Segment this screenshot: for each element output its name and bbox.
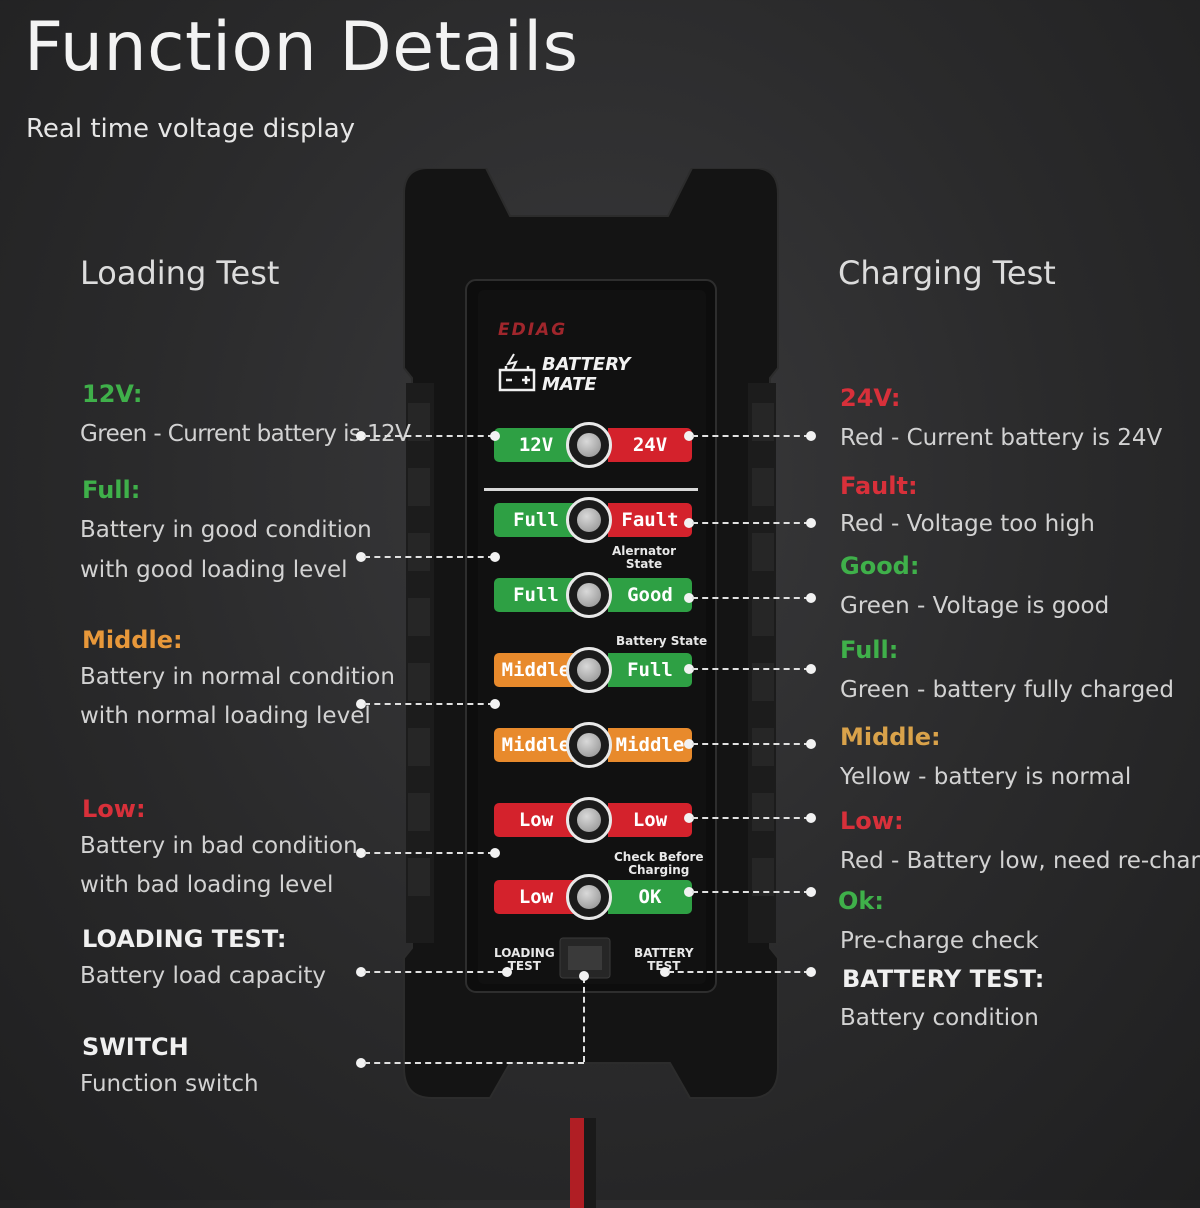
- led-low-label: Low: [608, 803, 692, 837]
- led-indicator: [566, 722, 612, 768]
- right-label-low: Low:: [840, 807, 904, 835]
- led-row-middle-middle: Middle Middle: [494, 722, 692, 768]
- left-desc-12v: Green - Current battery is 12V: [80, 421, 411, 447]
- led-full-label: Full: [494, 503, 578, 537]
- led-middle-label: Middle: [608, 728, 692, 762]
- led-row-full-good: Full Good: [494, 572, 692, 618]
- alternator-state-label: Alernator State: [612, 544, 676, 571]
- battery-state-label: Battery State: [616, 634, 708, 648]
- right-desc-low: Red - Battery low, need re-charge: [840, 848, 1200, 874]
- left-desc-full-1: Battery in good condition: [80, 517, 372, 543]
- led-middle-label: Middle: [494, 728, 578, 762]
- right-desc-middle: Yellow - battery is normal: [840, 764, 1132, 790]
- led-low-label: Low: [494, 803, 578, 837]
- led-indicator: [566, 422, 612, 468]
- right-label-middle: Middle:: [840, 723, 941, 751]
- right-label-good: Good:: [840, 552, 920, 580]
- led-indicator: [566, 572, 612, 618]
- left-desc-full-2: with good loading level: [80, 557, 348, 583]
- page-subtitle: Real time voltage display: [26, 114, 356, 144]
- led-row-voltage: 12V 24V: [494, 422, 692, 468]
- led-row-middle-full: Middle Full: [494, 647, 692, 693]
- product-name-line1: BATTERY: [542, 354, 631, 375]
- battery-test-switch-label: BATTERY TEST: [634, 946, 694, 973]
- right-label-battery-test: BATTERY TEST:: [842, 965, 1045, 993]
- led-row-low-low: Low Low: [494, 797, 692, 843]
- led-12v-label: 12V: [494, 428, 578, 462]
- left-desc-middle-1: Battery in normal condition: [80, 664, 395, 690]
- left-desc-switch: Function switch: [80, 1071, 259, 1097]
- right-desc-fault: Red - Voltage too high: [840, 511, 1095, 537]
- left-desc-middle-2: with normal loading level: [80, 703, 371, 729]
- page-title: Function Details: [24, 8, 579, 87]
- left-desc-loading-test: Battery load capacity: [80, 963, 327, 989]
- led-fault-label: Fault: [608, 503, 692, 537]
- left-label-low: Low:: [82, 795, 146, 823]
- right-label-fault: Fault:: [840, 472, 918, 500]
- led-indicator: [566, 497, 612, 543]
- left-label-middle: Middle:: [82, 626, 183, 654]
- right-desc-battery-test: Battery condition: [840, 1005, 1039, 1031]
- led-low-label: Low: [494, 880, 578, 914]
- led-indicator: [566, 874, 612, 920]
- led-full-label: Full: [494, 578, 578, 612]
- product-name-line2: MATE: [542, 374, 597, 395]
- led-row-low-ok: Low OK: [494, 874, 692, 920]
- right-label-full: Full:: [840, 636, 899, 664]
- led-full-label: Full: [608, 653, 692, 687]
- loading-test-switch-label: LOADING TEST: [494, 946, 555, 973]
- led-good-label: Good: [608, 578, 692, 612]
- right-label-24v: 24V:: [840, 384, 901, 412]
- left-label-loading-test: LOADING TEST:: [82, 925, 287, 953]
- right-desc-full: Green - battery fully charged: [840, 677, 1174, 703]
- left-desc-low-2: with bad loading level: [80, 872, 334, 898]
- led-row-full-fault: Full Fault: [494, 497, 692, 543]
- check-before-charging-label: Check Before Charging: [614, 850, 704, 877]
- right-desc-good: Green - Voltage is good: [840, 593, 1110, 619]
- right-desc-24v: Red - Current battery is 24V: [840, 425, 1163, 451]
- led-indicator: [566, 647, 612, 693]
- left-label-12v: 12V:: [82, 380, 143, 408]
- led-middle-label: Middle: [494, 653, 578, 687]
- charging-test-heading: Charging Test: [838, 254, 1056, 292]
- right-desc-ok: Pre-charge check: [840, 928, 1039, 954]
- left-desc-low-1: Battery in bad condition: [80, 833, 358, 859]
- led-24v-label: 24V: [608, 428, 692, 462]
- led-ok-label: OK: [608, 880, 692, 914]
- loading-test-heading: Loading Test: [80, 254, 280, 292]
- brand-logo: EDIAG: [498, 320, 568, 340]
- led-indicator: [566, 797, 612, 843]
- right-label-ok: Ok:: [838, 887, 884, 915]
- left-label-switch: SWITCH: [82, 1033, 189, 1061]
- left-label-full: Full:: [82, 476, 141, 504]
